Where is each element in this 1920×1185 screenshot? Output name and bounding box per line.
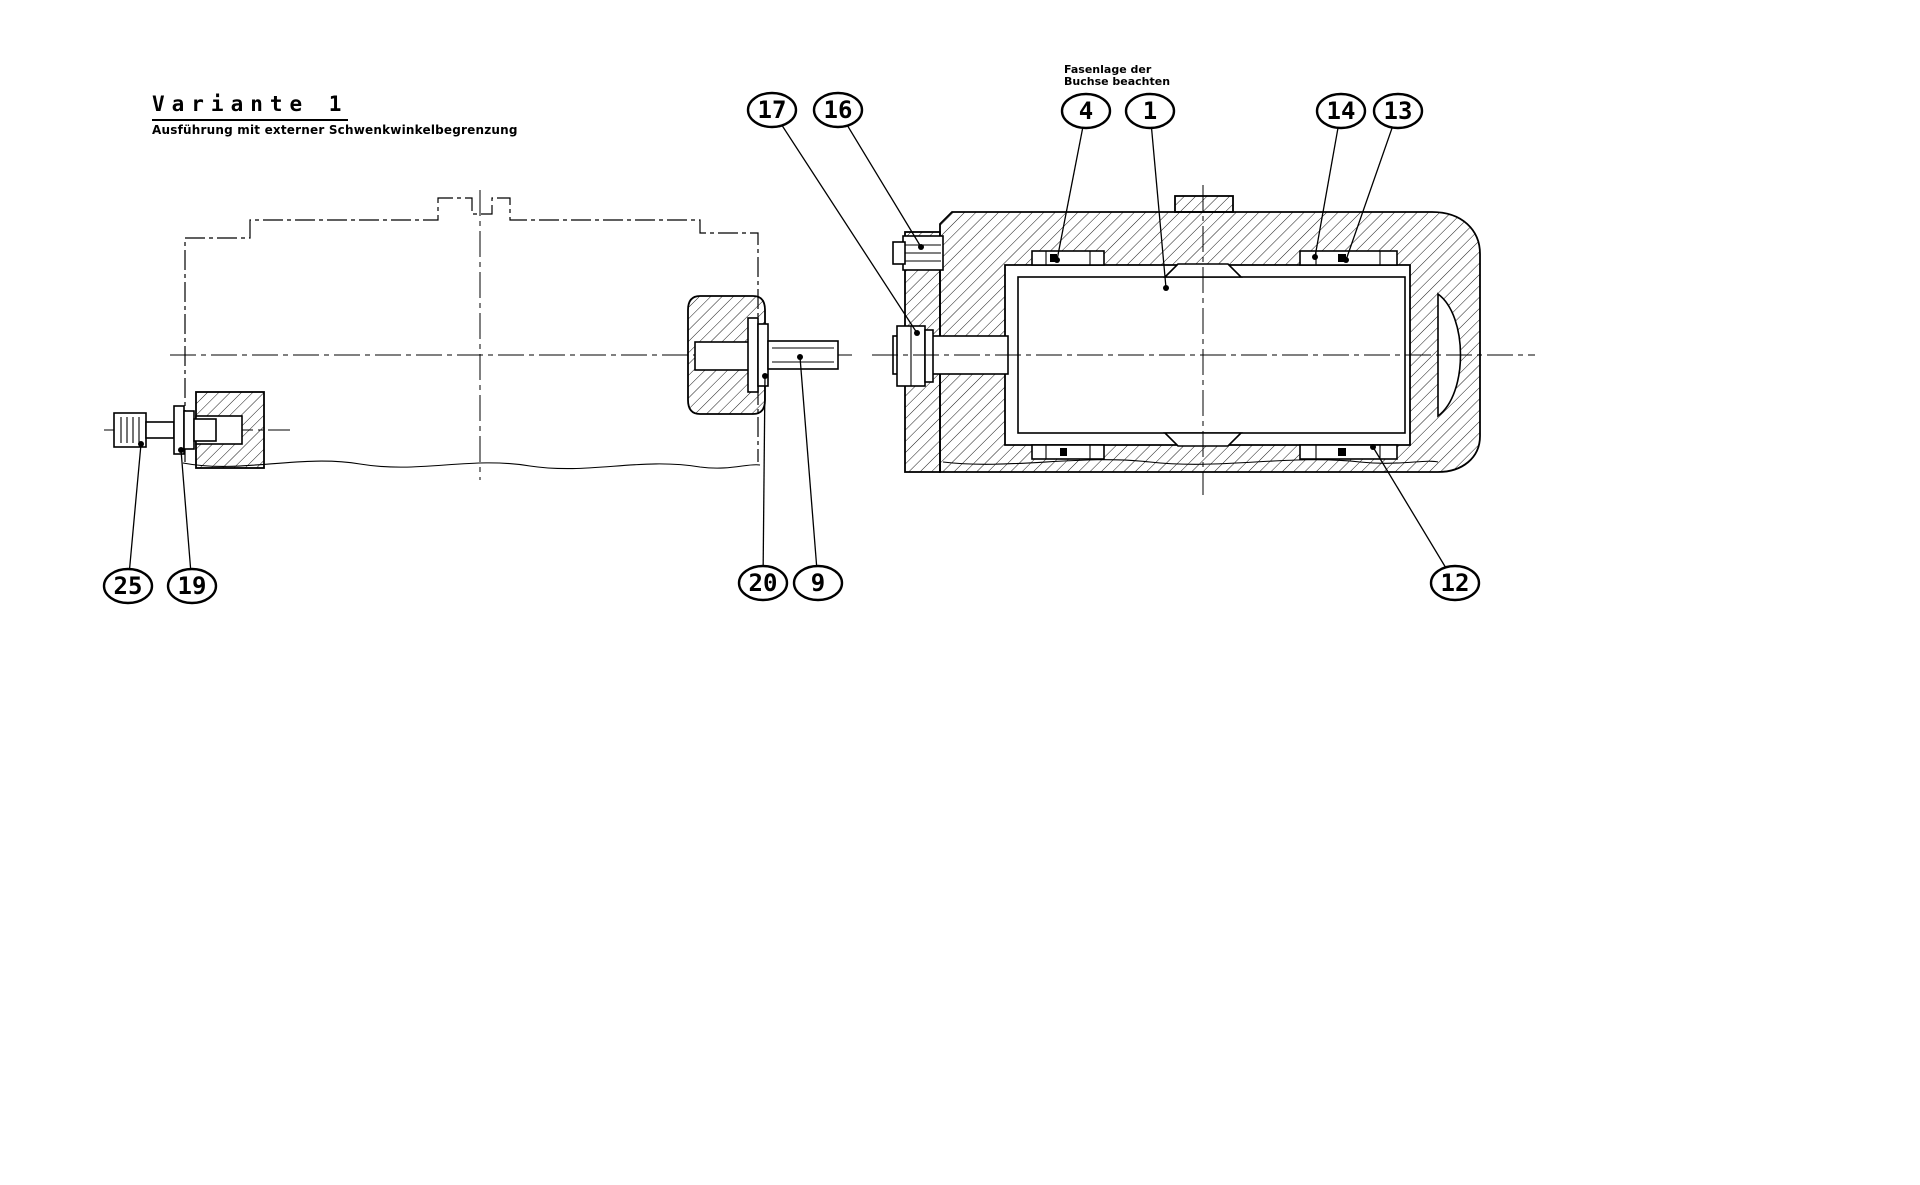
leader-line [127,443,142,587]
balloon-12: 12 [1370,444,1481,602]
balloon-number: 25 [114,572,143,600]
bushing-body [1031,250,1105,266]
balloon-14: 14 [1312,92,1367,260]
seal-mark [1050,254,1057,262]
stud-bore [694,341,751,371]
leader-dot [1312,254,1318,260]
bushing-body [1299,444,1398,460]
leader-dot [138,441,144,447]
leader-dot [914,330,920,336]
bolt-tip [193,418,217,442]
leader-line [1372,446,1456,584]
leader-dot [178,447,184,453]
leader-line [771,109,918,334]
balloon-ellipse [166,567,218,605]
bushing-top-right [1299,250,1398,266]
top-boss [1174,195,1234,213]
balloon-number: 17 [758,96,787,124]
balloon-ellipse [102,567,154,605]
balloon-number: 20 [749,569,778,597]
balloon-16: 16 [812,91,924,250]
seal-mark [1338,448,1346,456]
lock-flange-inner [183,410,195,450]
balloon-ellipse [737,564,789,602]
leader-line [1149,110,1167,289]
leader-line [1345,110,1399,261]
leader-dot [797,354,803,360]
balloon-number: 13 [1384,97,1413,125]
leader-dot [1343,257,1349,263]
leader-line [762,375,766,584]
break-line [182,460,761,470]
balloon-20: 20 [737,373,789,602]
balloon-4: 4 [1054,92,1112,263]
leader-line [837,109,922,248]
bushing-note: Fasenlage der Buchse beachten [1064,64,1170,88]
stud-flange-a [747,317,759,393]
balloon-number: 12 [1441,569,1470,597]
leader-line [799,356,819,584]
balloon-ellipse [812,91,864,129]
bushing-note-line1: Fasenlage der [1064,63,1152,76]
balloon-number: 16 [824,96,853,124]
bushing-bottom-right [1299,444,1398,460]
balloon-layer: 17 16 4 1 14 13 25 19 20 9 12 [102,91,1481,605]
bushing-top-left [1031,250,1105,266]
balloon-17: 17 [746,91,920,336]
balloon-number: 9 [811,569,825,597]
leader-line [1314,110,1342,258]
bushing-bottom-left [1031,444,1105,460]
balloon-ellipse [792,564,844,602]
seal-mark [1060,448,1067,456]
bolt-shaft [145,421,175,439]
housing-phantom-outline [184,197,759,462]
leader-dot [762,373,768,379]
break-line [942,459,1439,465]
variant-title: Variante 1 [152,92,349,121]
balloon-13: 13 [1343,92,1424,263]
balloon-9: 9 [792,354,844,602]
balloon-ellipse [1124,92,1176,130]
leader-dot [1054,257,1060,263]
seal-mark [1338,254,1346,262]
shaft-washer [924,329,934,383]
leader-dot [1163,285,1169,291]
leader-line [180,449,193,587]
right-view [872,185,1535,495]
bushing-body [1031,444,1105,460]
lock-flange-outer [173,405,185,455]
left-view [104,190,855,480]
balloon-number: 19 [178,572,207,600]
balloon-ellipse [746,91,798,129]
balloon-19: 19 [166,447,218,605]
bushing-note-line2: Buchse beachten [1064,75,1171,88]
balloon-ellipse [1315,92,1367,130]
balloon-ellipse [1372,92,1424,130]
leader-dot [1370,444,1376,450]
balloon-ellipse [1429,564,1481,602]
balloon-number: 4 [1079,97,1093,125]
balloon-ellipse [1060,92,1112,130]
threaded-stud [767,340,839,370]
balloon-1: 1 [1124,92,1176,291]
plug-collar [892,241,906,265]
leader-dot [918,244,924,250]
variant-subtitle: Ausführung mit externer Schwenkwinkelbeg… [152,123,518,137]
leader-line [1056,110,1087,261]
balloon-number: 1 [1143,97,1157,125]
balloon-number: 14 [1327,97,1356,125]
balloon-25: 25 [102,441,154,605]
